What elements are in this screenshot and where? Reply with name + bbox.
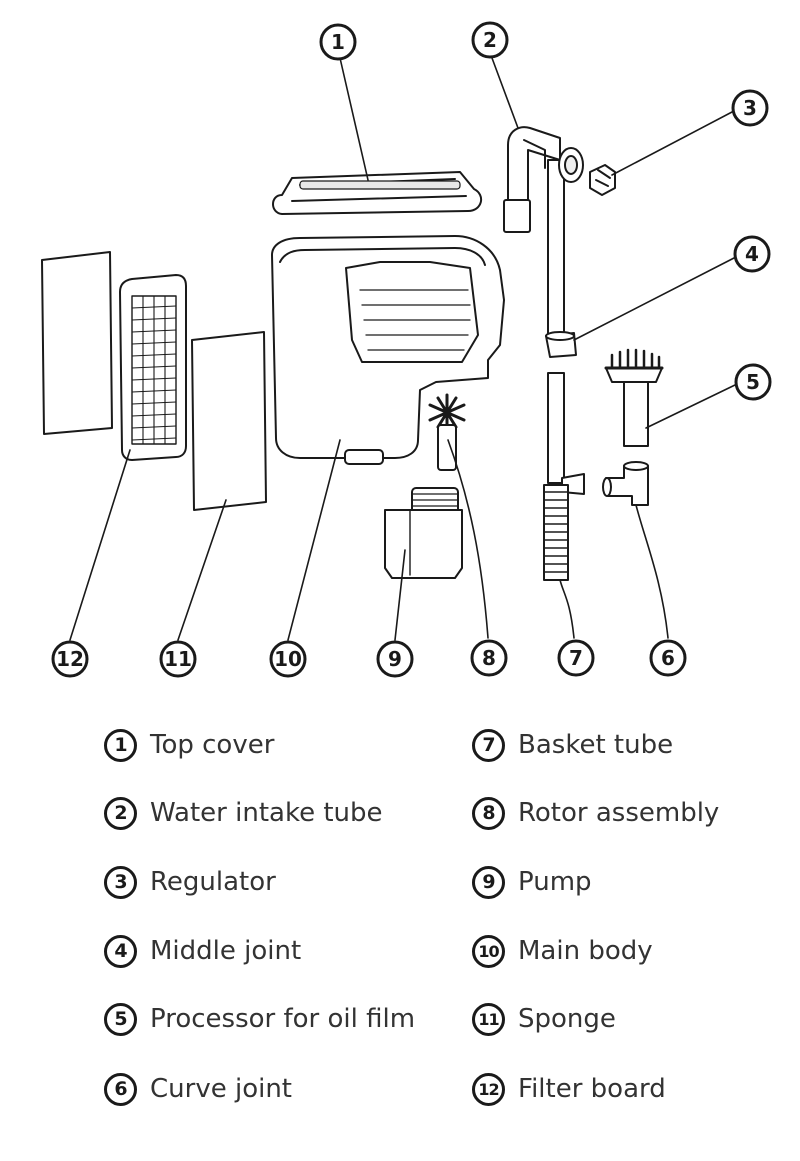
- callout-8: 8: [470, 639, 508, 677]
- callout-10: 10: [269, 640, 307, 678]
- legend-item-water-intake-tube: 2 Water intake tube: [104, 791, 383, 835]
- legend-number: 10: [472, 934, 505, 968]
- svg-text:9: 9: [388, 647, 402, 671]
- legend-label: Rotor assembly: [518, 798, 720, 828]
- legend-label: Curve joint: [150, 1074, 292, 1104]
- legend-number: 12: [472, 1072, 505, 1106]
- legend-item-curve-joint: 6 Curve joint: [104, 1067, 292, 1111]
- legend-label: Regulator: [150, 867, 276, 897]
- water-intake-tube-part: [503, 126, 584, 341]
- callout-4: 4: [733, 235, 771, 273]
- callout-1: 1: [319, 23, 357, 61]
- sponge-part: [191, 331, 267, 511]
- callout-11: 11: [159, 640, 197, 678]
- legend-number: 11: [472, 1002, 505, 1036]
- filter-board-part: [41, 251, 187, 461]
- legend-number: 1: [104, 728, 137, 762]
- legend-number: 3: [104, 865, 137, 899]
- callout-2: 2: [471, 21, 509, 59]
- pump-part: [384, 487, 463, 579]
- svg-text:4: 4: [745, 242, 759, 266]
- leader-lines: [69, 57, 736, 641]
- basket-tube-part: [543, 372, 585, 581]
- oil-film-processor-part: [604, 348, 664, 447]
- callout-9: 9: [376, 640, 414, 678]
- main-body-part: [271, 235, 505, 465]
- legend-item-middle-joint: 4 Middle joint: [104, 929, 301, 973]
- legend-label: Main body: [518, 936, 653, 966]
- legend-label: Processor for oil film: [150, 1004, 416, 1034]
- callout-7: 7: [557, 639, 595, 677]
- parts-legend: 1 Top cover 2 Water intake tube 3 Regula…: [0, 705, 800, 1145]
- middle-joint-part: [545, 331, 577, 358]
- legend-label: Sponge: [518, 1004, 616, 1034]
- legend-number: 8: [472, 796, 505, 830]
- rotor-assembly-part: [428, 393, 466, 471]
- legend-number: 2: [104, 796, 137, 830]
- legend-number: 4: [104, 934, 137, 968]
- legend-label: Basket tube: [518, 730, 674, 760]
- callout-12: 12: [51, 640, 89, 678]
- svg-text:10: 10: [274, 647, 302, 671]
- regulator-part: [589, 164, 616, 196]
- svg-text:6: 6: [661, 646, 675, 670]
- svg-text:8: 8: [482, 646, 496, 670]
- legend-item-regulator: 3 Regulator: [104, 860, 276, 904]
- svg-text:2: 2: [483, 28, 497, 52]
- legend-label: Filter board: [518, 1074, 666, 1104]
- svg-text:7: 7: [569, 646, 583, 670]
- legend-item-pump: 9 Pump: [472, 860, 592, 904]
- legend-item-rotor-assembly: 8 Rotor assembly: [472, 791, 719, 835]
- callout-5: 5: [734, 363, 772, 401]
- svg-text:11: 11: [164, 647, 192, 671]
- curve-joint-part: [602, 461, 649, 506]
- legend-item-oil-film-processor: 5 Processor for oil film: [104, 997, 415, 1041]
- legend-item-main-body: 10 Main body: [472, 929, 653, 973]
- legend-number: 9: [472, 865, 505, 899]
- callout-6: 6: [649, 639, 687, 677]
- legend-number: 7: [472, 728, 505, 762]
- svg-text:1: 1: [331, 30, 345, 54]
- svg-text:3: 3: [743, 96, 757, 120]
- legend-item-filter-board: 12 Filter board: [472, 1067, 666, 1111]
- legend-label: Middle joint: [150, 936, 302, 966]
- legend-number: 6: [104, 1072, 137, 1106]
- legend-label: Top cover: [150, 730, 275, 760]
- svg-text:12: 12: [56, 647, 84, 671]
- top-cover-part: [272, 171, 483, 215]
- legend-label: Pump: [518, 867, 592, 897]
- legend-label: Water intake tube: [150, 798, 383, 828]
- exploded-parts-diagram: 1 2 3 4 5 6 7 8 9 10 11 12: [41, 21, 772, 678]
- svg-text:5: 5: [746, 370, 760, 394]
- legend-item-sponge: 11 Sponge: [472, 997, 616, 1041]
- callout-3: 3: [731, 89, 769, 127]
- legend-item-basket-tube: 7 Basket tube: [472, 723, 673, 767]
- legend-number: 5: [104, 1002, 137, 1036]
- legend-item-top-cover: 1 Top cover: [104, 723, 274, 767]
